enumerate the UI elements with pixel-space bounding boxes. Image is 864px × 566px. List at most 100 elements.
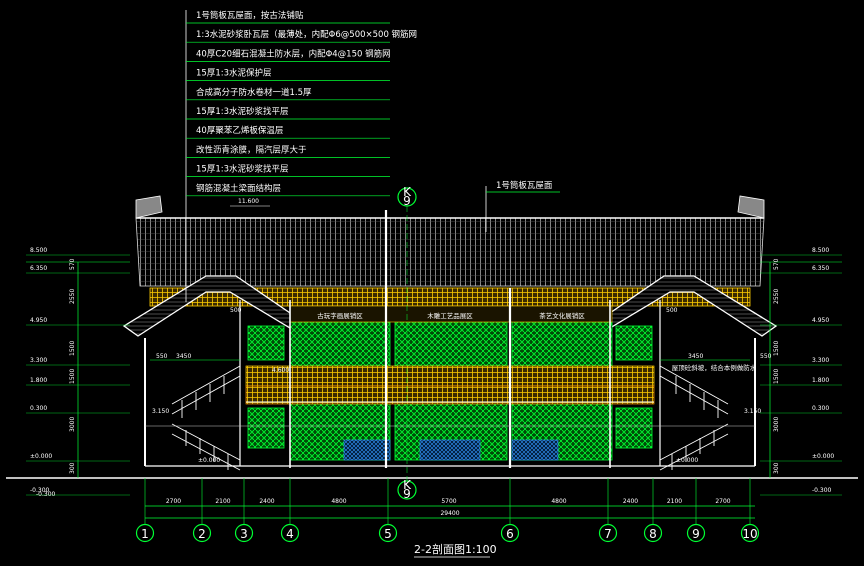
right-vertical-dim: 570 <box>773 258 780 270</box>
right-staircase <box>659 365 729 471</box>
floor-elevation: ±0.000 <box>198 457 220 464</box>
left-vertical-dim: 1500 <box>69 341 76 356</box>
layer-note: 40厚聚苯乙烯板保温层 <box>196 125 283 136</box>
right-vertical-dim: 1500 <box>773 369 780 384</box>
right-vertical-dim: 1500 <box>773 341 780 356</box>
axis-number: 5 <box>384 527 392 541</box>
main-roof <box>135 195 765 287</box>
layer-note: 1号筒板瓦屋面，按古法铺贴 <box>196 10 304 21</box>
axis-bubble <box>643 523 663 543</box>
layer-note: 15厚1:3水泥保护层 <box>196 68 272 79</box>
bottom-dim: 2100 <box>215 498 230 505</box>
axis-bubble <box>598 523 618 543</box>
bottom-dim: 2700 <box>715 498 730 505</box>
layer-note: 合成高分子防水卷材一道1.5厚 <box>196 87 312 98</box>
floor-elevation: -0.300 <box>36 491 56 498</box>
bottom-dim: 5700 <box>441 498 456 505</box>
floor-elevation: ±0.000 <box>676 457 698 464</box>
misc-dim: 500 <box>666 307 678 314</box>
bottom-dim: 2400 <box>259 498 274 505</box>
left-vertical-dim: 2550 <box>69 289 76 304</box>
right-vertical-dim: 2550 <box>773 289 780 304</box>
left-vertical-dim: 3000 <box>69 417 76 432</box>
layer-note: 40厚C20细石混凝土防水层，内配Φ4@150 钢筋网 <box>196 48 391 59</box>
axis-bubble <box>500 523 520 543</box>
axis-number: 6 <box>506 527 514 541</box>
axis-number: 3 <box>240 527 248 541</box>
right-elevation: 4.950 <box>812 317 829 324</box>
room-label: 木雕工艺品展区 <box>427 311 473 320</box>
right-elevation: 1.800 <box>812 377 829 384</box>
axis-bubble <box>192 523 212 543</box>
layer-note: 1:3水泥砂浆卧瓦层（最薄处，内配Φ6@500×500 钢筋网 <box>196 29 417 40</box>
misc-dim: 3450 <box>176 353 191 360</box>
room-label: 茶艺文化展销区 <box>539 311 585 320</box>
left-elevation: -0.300 <box>30 487 50 494</box>
right-elevation: -0.300 <box>812 487 832 494</box>
layer-note: 15厚1:3水泥砂浆找平层 <box>196 164 289 175</box>
axis-number: 7 <box>604 527 612 541</box>
axis-k-sub: 9 <box>403 194 411 208</box>
bottom-dim: 2400 <box>623 498 638 505</box>
axis-number: 2 <box>198 527 206 541</box>
left-elevation: 8.500 <box>30 247 47 254</box>
axis-bubble <box>686 523 706 543</box>
bottom-dim: 2100 <box>667 498 682 505</box>
left-elevation: 4.950 <box>30 317 47 324</box>
axis-bubble <box>135 523 155 543</box>
axis-number: 1 <box>141 527 149 541</box>
right-elevation: 0.300 <box>812 405 829 412</box>
bottom-dim: 2700 <box>166 498 181 505</box>
total-dim: 29400 <box>440 510 459 517</box>
axis-k-sub-bottom: 9 <box>403 487 411 501</box>
drawing-title: 2-2剖面图1:100 <box>414 542 497 556</box>
right-elevation: 6.350 <box>812 265 829 272</box>
right-vertical-dim: 3000 <box>773 417 780 432</box>
left-staircase <box>171 365 241 471</box>
room-label: 古玩字画展销区 <box>317 311 363 320</box>
layer-note: 钢筋混凝土梁面结构层 <box>196 183 281 194</box>
axis-k-label: K <box>403 185 412 199</box>
axis-number: 4 <box>286 527 294 541</box>
left-vertical-dim: 1500 <box>69 369 76 384</box>
right-vertical-dim: 300 <box>773 462 780 474</box>
axis-number: 9 <box>692 527 700 541</box>
right-ridge-beast-icon <box>737 195 765 219</box>
layer-note: 改性沥青涂膜，隔汽层厚大于 <box>196 144 307 155</box>
right-elevation: 8.500 <box>812 247 829 254</box>
floor-elevation: 4.600 <box>272 367 289 374</box>
misc-dim: 550 <box>156 353 168 360</box>
misc-dim: 550 <box>760 353 772 360</box>
axis-number: 8 <box>649 527 657 541</box>
bottom-dim: 4800 <box>331 498 346 505</box>
axis-k-label-bottom: K <box>403 478 412 492</box>
bottom-dim: 4800 <box>551 498 566 505</box>
left-elevation: ±0.000 <box>30 453 52 460</box>
axis-bubble <box>234 523 254 543</box>
left-elevation: 6.350 <box>30 265 47 272</box>
axis-bubble <box>740 523 760 543</box>
annotations: 1号筒板瓦屋面，按古法铺贴 1:3水泥砂浆卧瓦层（最薄处，内配Φ6@500×500… <box>26 10 842 558</box>
axis-bubble <box>280 523 300 543</box>
ridge-elevation: 11.600 <box>238 198 259 205</box>
floor-elevation: 3.150 <box>744 408 761 415</box>
left-elevation: 0.300 <box>30 405 47 412</box>
wing-note: 屋顶砼斜坡，结合本例做防水 <box>672 363 757 372</box>
left-vertical-dim: 300 <box>69 462 76 474</box>
left-elevation: 3.300 <box>30 357 47 364</box>
axis-bubble <box>378 523 398 543</box>
layer-note: 15厚1:3水泥砂浆找平层 <box>196 106 289 117</box>
axis-number: 10 <box>742 527 757 541</box>
misc-dim: 3450 <box>688 353 703 360</box>
right-elevation: ±0.000 <box>812 453 834 460</box>
misc-dim: 500 <box>230 307 242 314</box>
left-elevation: 1.800 <box>30 377 47 384</box>
central-facade <box>245 210 655 468</box>
left-vertical-dim: 570 <box>69 258 76 270</box>
right-elevation: 3.300 <box>812 357 829 364</box>
floor-elevation: 3.150 <box>152 408 169 415</box>
roof-label: 1号筒板瓦屋面 <box>496 180 553 191</box>
left-ridge-beast-icon <box>135 195 163 219</box>
